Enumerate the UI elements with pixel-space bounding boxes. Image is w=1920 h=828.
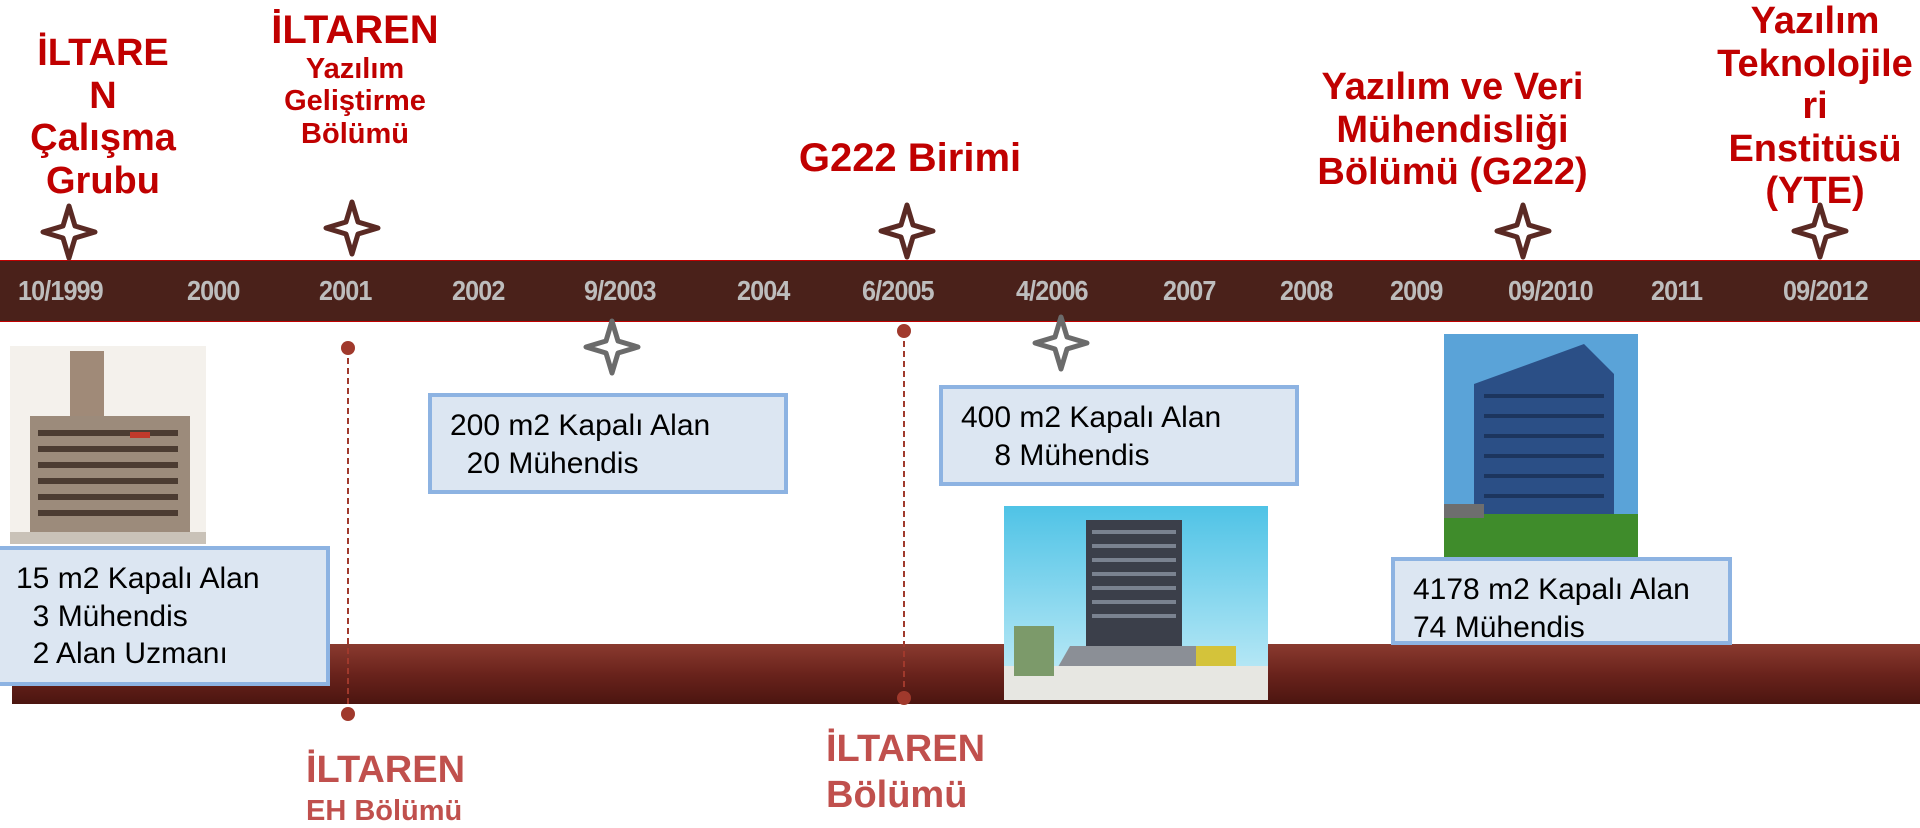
info-box-2006: 400 m2 Kapalı Alan 8 Mühendis bbox=[939, 385, 1299, 486]
year-label: 9/2003 bbox=[584, 275, 657, 306]
year-label: 09/2010 bbox=[1508, 275, 1594, 306]
connector-2001 bbox=[347, 348, 349, 714]
marker-dot bbox=[341, 707, 355, 721]
title-yazilim-veri-muhendisligi: Yazılım ve Veri Mühendisliği Bölümü (G22… bbox=[1317, 66, 1588, 194]
building-photo-2010 bbox=[1444, 334, 1638, 560]
year-label: 2008 bbox=[1280, 275, 1333, 306]
four-point-star-icon bbox=[878, 202, 936, 260]
title-iltaren-yazilim-gelistirme: İLTAREN Yazılım Geliştirme Bölümü bbox=[271, 8, 439, 150]
info-box-2010: 4178 m2 Kapalı Alan 74 Mühendis bbox=[1391, 557, 1732, 645]
label-iltaren-eh-bolumu: İLTAREN EH Bölümü bbox=[306, 749, 466, 827]
year-label: 2001 bbox=[319, 275, 372, 306]
lower-timeline-band bbox=[12, 644, 1920, 704]
year-label: 10/1999 bbox=[18, 275, 104, 306]
four-point-star-icon bbox=[583, 318, 641, 376]
title-g222-birimi: G222 Birimi bbox=[798, 136, 1022, 180]
title-iltaren-calisma-grubu: İLTARE N Çalışma Grubu bbox=[30, 32, 176, 202]
connector-2005 bbox=[903, 331, 905, 697]
year-label: 2000 bbox=[187, 275, 240, 306]
year-label: 09/2012 bbox=[1783, 275, 1869, 306]
four-point-star-icon bbox=[1791, 202, 1849, 260]
four-point-star-icon bbox=[1494, 202, 1552, 260]
year-label: 4/2006 bbox=[1016, 275, 1089, 306]
marker-dot bbox=[341, 341, 355, 355]
four-point-star-icon bbox=[40, 203, 98, 261]
year-label: 2009 bbox=[1390, 275, 1443, 306]
timeline-band: 10/1999 2000 2001 2002 9/2003 2004 6/200… bbox=[0, 260, 1920, 322]
year-label: 6/2005 bbox=[862, 275, 935, 306]
label-iltaren-bolumu: İLTAREN Bölümü bbox=[826, 728, 986, 816]
year-label: 2011 bbox=[1651, 275, 1703, 306]
title-yte: Yazılım Teknolojile ri Enstitüsü (YTE) bbox=[1717, 0, 1913, 213]
info-box-2003: 200 m2 Kapalı Alan 20 Mühendis bbox=[428, 393, 788, 494]
marker-dot bbox=[897, 324, 911, 338]
marker-dot bbox=[897, 691, 911, 705]
year-label: 2002 bbox=[452, 275, 505, 306]
year-label: 2004 bbox=[737, 275, 790, 306]
four-point-star-icon bbox=[1032, 314, 1090, 372]
building-photo-1999 bbox=[10, 346, 206, 544]
info-box-1999: 15 m2 Kapalı Alan 3 Mühendis 2 Alan Uzma… bbox=[0, 546, 330, 686]
year-label: 2007 bbox=[1163, 275, 1216, 306]
building-photo-2006 bbox=[1004, 506, 1268, 700]
four-point-star-icon bbox=[323, 199, 381, 257]
